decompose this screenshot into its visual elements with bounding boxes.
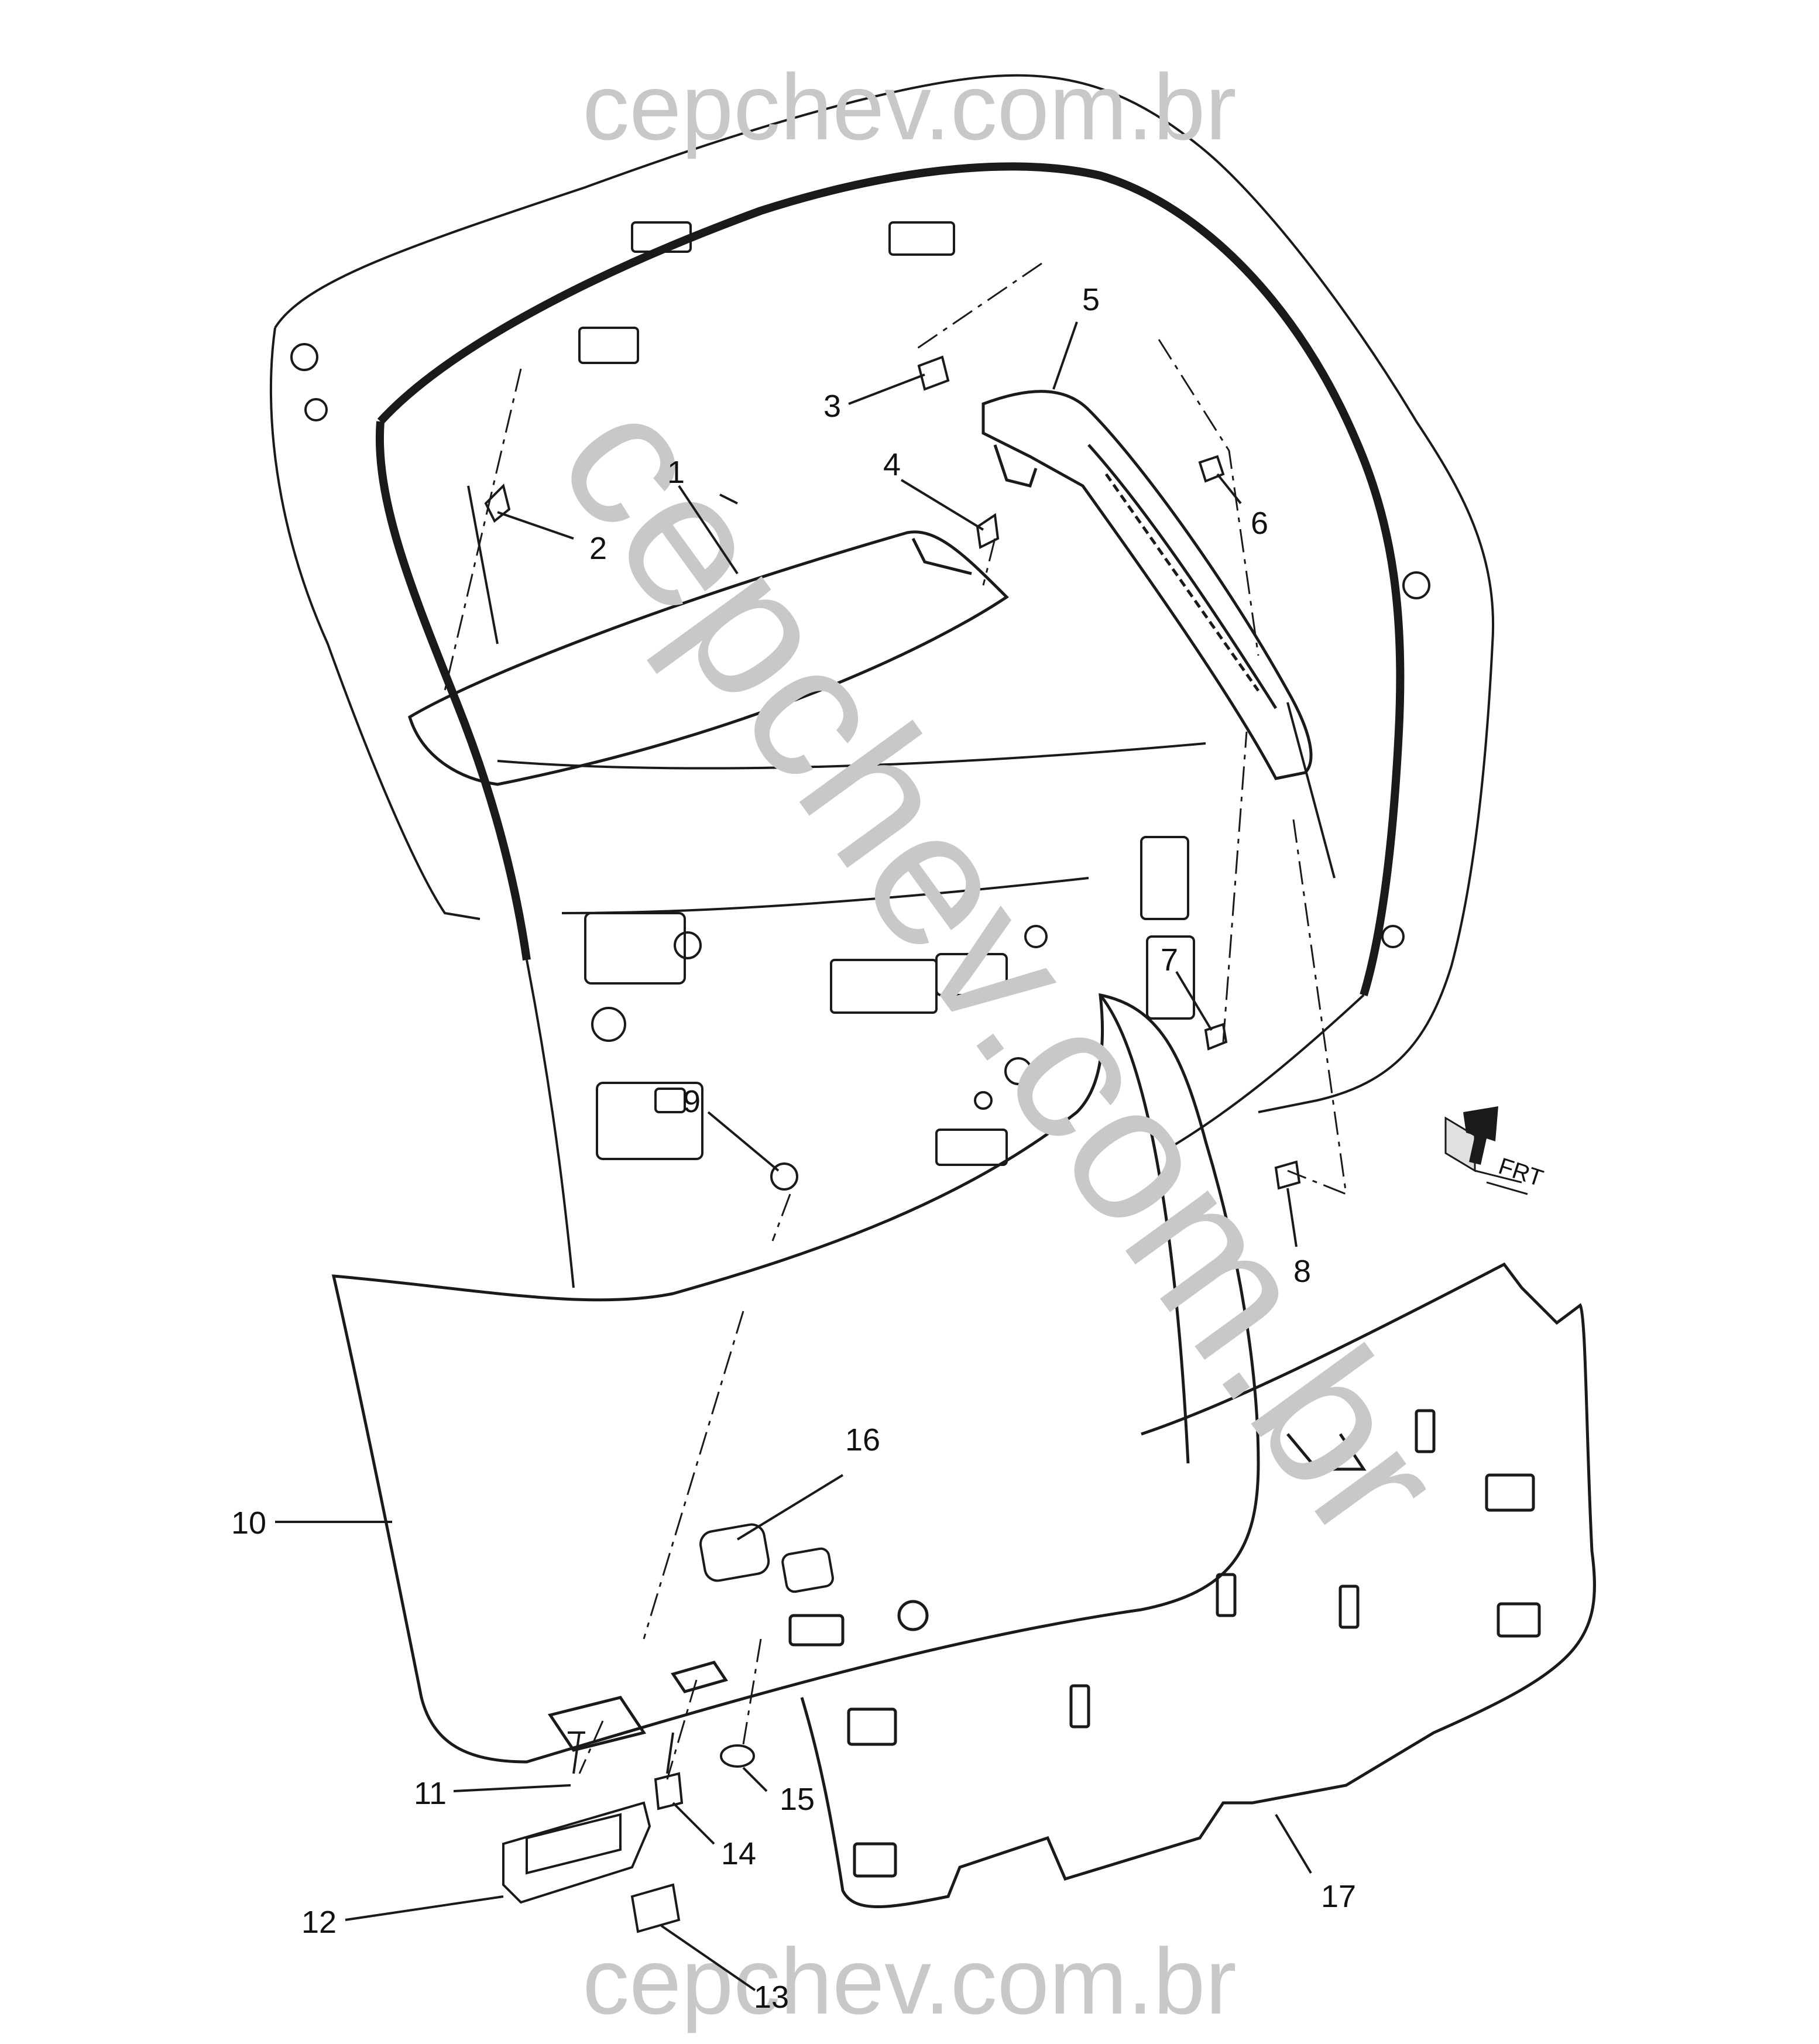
callout-13: 13 <box>754 1980 789 2015</box>
small-parts <box>484 355 1301 1933</box>
front-direction-indicator: FRT <box>1444 1106 1546 1195</box>
leader-lines <box>275 321 1312 1991</box>
lower-trim-panel <box>331 993 1260 1764</box>
callout-9: 9 <box>683 1084 701 1119</box>
callout-4: 4 <box>883 447 901 482</box>
callout-8: 8 <box>1293 1254 1311 1289</box>
callout-2: 2 <box>589 531 607 566</box>
callout-16: 16 <box>845 1422 880 1457</box>
callout-3: 3 <box>823 389 841 424</box>
watermark-bottom: cepchev.com.br <box>582 1929 1237 2033</box>
upper-trim-panel <box>408 530 1009 786</box>
callout-15: 15 <box>780 1782 815 1817</box>
callout-14: 14 <box>721 1836 756 1871</box>
watermark-top: cepchev.com.br <box>582 54 1237 159</box>
liftgate-frame <box>269 74 1494 1288</box>
frt-label: FRT <box>1495 1153 1546 1192</box>
callout-10: 10 <box>231 1505 266 1541</box>
callout-7: 7 <box>1161 942 1178 978</box>
insulator-panel <box>800 1262 1596 1908</box>
front-arrow-icon <box>1444 1106 1528 1195</box>
callout-11: 11 <box>414 1776 447 1811</box>
callout-labels: 1 2 3 4 5 6 7 8 9 10 11 12 13 14 15 16 1… <box>231 282 1356 2015</box>
callout-12: 12 <box>301 1905 337 1940</box>
side-pillar-trim <box>981 390 1313 780</box>
watermark-diagonal: cepchev.com.br <box>517 358 1486 1577</box>
callout-5: 5 <box>1082 282 1100 317</box>
callout-6: 6 <box>1251 506 1268 541</box>
callout-17: 17 <box>1321 1879 1356 1914</box>
alignment-lines <box>444 262 1347 1780</box>
callout-1: 1 <box>667 455 685 490</box>
